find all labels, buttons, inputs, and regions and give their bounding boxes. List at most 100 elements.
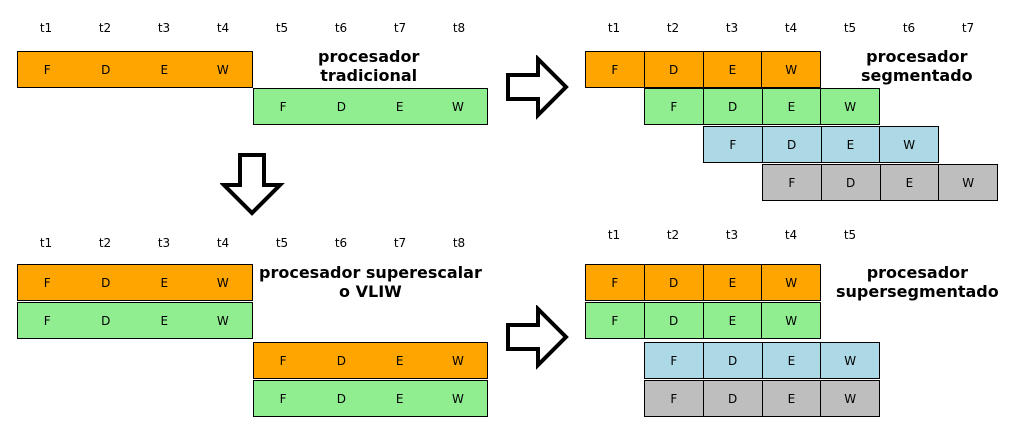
time-tick-label: t7	[961, 21, 975, 35]
pipeline-stage-cell: F	[645, 381, 704, 416]
processor-type-label-line: procesador	[866, 263, 969, 282]
right-arrow-icon	[506, 55, 569, 120]
pipeline-stage-cell: F	[645, 89, 704, 124]
pipeline-stage-cell: F	[645, 343, 704, 378]
pipeline-stage-cell: D	[336, 353, 346, 368]
pipeline-stage-cell: E	[763, 343, 822, 378]
pipeline-stage-cell: F	[43, 62, 51, 77]
pipeline-stage-cell: E	[160, 313, 169, 328]
pipeline-stage-cell: W	[962, 175, 975, 190]
pipeline-stage-cell: F	[586, 265, 645, 300]
time-tick-label: t5	[843, 228, 857, 242]
pipeline-stage-cell: E	[704, 265, 763, 300]
pipeline-stage-cell: W	[451, 391, 464, 406]
pipeline-stage-cell: E	[704, 52, 763, 87]
time-tick-label: t8	[452, 21, 466, 35]
pipeline-stage-cell: W	[216, 313, 229, 328]
pipeline-stage-cell: D	[704, 89, 763, 124]
time-tick-label: t4	[216, 21, 230, 35]
time-tick-label: t1	[39, 236, 53, 250]
pipeline-stage-cell: F	[279, 99, 287, 114]
time-tick-label: t5	[275, 21, 289, 35]
pipeline-stage-cell: F	[279, 353, 287, 368]
time-tick-label: t1	[607, 228, 621, 242]
pipeline-stage-cell: D	[336, 99, 346, 114]
time-tick-label: t6	[334, 236, 348, 250]
pipeline-stage-cell: D	[101, 275, 111, 290]
processor-type-label-line: supersegmentado	[836, 282, 999, 301]
pipeline-stage-cell: F	[279, 391, 287, 406]
pipeline-stage-cell: D	[101, 62, 111, 77]
pipeline-stage-cell: F	[586, 303, 645, 338]
pipeline-stage-cell: E	[395, 99, 404, 114]
pipeline-stage-cell: E	[395, 353, 404, 368]
pipeline-stage-cell: D	[704, 381, 763, 416]
time-tick-label: t1	[607, 21, 621, 35]
pipeline-stage-cell: E	[763, 89, 822, 124]
time-tick-label: t8	[452, 236, 466, 250]
processor-type-label-line: procesador	[318, 47, 420, 66]
time-tick-label: t2	[666, 228, 680, 242]
time-tick-label: t7	[393, 236, 407, 250]
pipeline-stage-cell: D	[763, 127, 822, 162]
pipeline-stage-cell: D	[704, 343, 763, 378]
pipeline-stage-cell: W	[216, 62, 229, 77]
processor-type-label-line: procesador superescalar	[259, 263, 482, 282]
pipeline-stage-cell: W	[903, 137, 916, 152]
time-tick-label: t5	[275, 236, 289, 250]
pipeline-stage-cell: E	[881, 165, 940, 200]
time-tick-label: t6	[334, 21, 348, 35]
right-arrow-icon	[506, 305, 569, 370]
pipeline-stage-cell: W	[216, 275, 229, 290]
pipeline-stage-cell: E	[160, 275, 169, 290]
pipeline-stage-cell: E	[704, 303, 763, 338]
processor-type-label-line: segmentado	[861, 66, 973, 85]
time-tick-label: t2	[98, 21, 112, 35]
pipeline-stage-cell: D	[645, 265, 704, 300]
pipeline-stage-cell: W	[785, 313, 798, 328]
pipeline-stage-cell: W	[844, 99, 857, 114]
pipeline-stage-cell: W	[844, 391, 857, 406]
time-tick-label: t1	[39, 21, 53, 35]
pipeline-stage-cell: E	[395, 391, 404, 406]
pipeline-stage-cell: F	[586, 52, 645, 87]
pipeline-stage-cell: F	[704, 127, 763, 162]
pipeline-stage-cell: W	[785, 62, 798, 77]
time-tick-label: t2	[98, 236, 112, 250]
pipeline-stage-cell: E	[822, 127, 881, 162]
pipeline-stage-cell: D	[645, 52, 704, 87]
pipeline-stage-cell: E	[160, 62, 169, 77]
pipeline-stage-cell: F	[43, 313, 51, 328]
pipeline-stage-cell: D	[336, 391, 346, 406]
pipeline-stage-cell: D	[645, 303, 704, 338]
time-tick-label: t4	[784, 228, 798, 242]
down-arrow-icon	[220, 153, 285, 216]
pipeline-stage-cell: W	[451, 99, 464, 114]
time-tick-label: t3	[725, 228, 739, 242]
pipeline-stage-cell: F	[763, 165, 822, 200]
time-tick-label: t5	[843, 21, 857, 35]
pipeline-stage-cell: D	[822, 165, 881, 200]
processor-type-label-line: o VLIW	[339, 282, 402, 301]
time-tick-label: t3	[157, 236, 171, 250]
time-tick-label: t3	[157, 21, 171, 35]
processor-type-label-line: procesador	[866, 47, 968, 66]
pipeline-stage-cell: F	[43, 275, 51, 290]
processor-type-label-line: tradicional	[320, 66, 418, 85]
time-tick-label: t2	[666, 21, 680, 35]
